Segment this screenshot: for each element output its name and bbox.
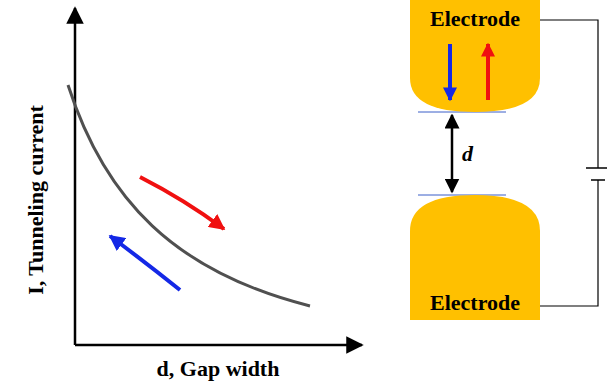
gap-label: d <box>462 141 473 167</box>
surface-line <box>418 112 506 113</box>
axis-label: I, Tunneling current <box>23 105 49 295</box>
battery-symbol <box>591 179 605 181</box>
wire <box>540 180 598 306</box>
red-arrow <box>140 177 224 229</box>
electrode: Electrode <box>410 0 540 112</box>
current-curve <box>68 85 310 306</box>
blue-arrow <box>110 236 180 290</box>
electrode-label: Electrode <box>430 290 520 316</box>
wire <box>540 20 598 168</box>
electrode-label: Electrode <box>430 6 520 32</box>
battery-symbol <box>586 167 607 169</box>
axis-label: d, Gap width <box>157 356 280 382</box>
gap-arrow <box>451 115 454 192</box>
x-axis <box>75 344 362 347</box>
electrode: Electrode <box>410 195 540 320</box>
surface-line <box>418 195 506 196</box>
y-axis <box>74 8 77 345</box>
